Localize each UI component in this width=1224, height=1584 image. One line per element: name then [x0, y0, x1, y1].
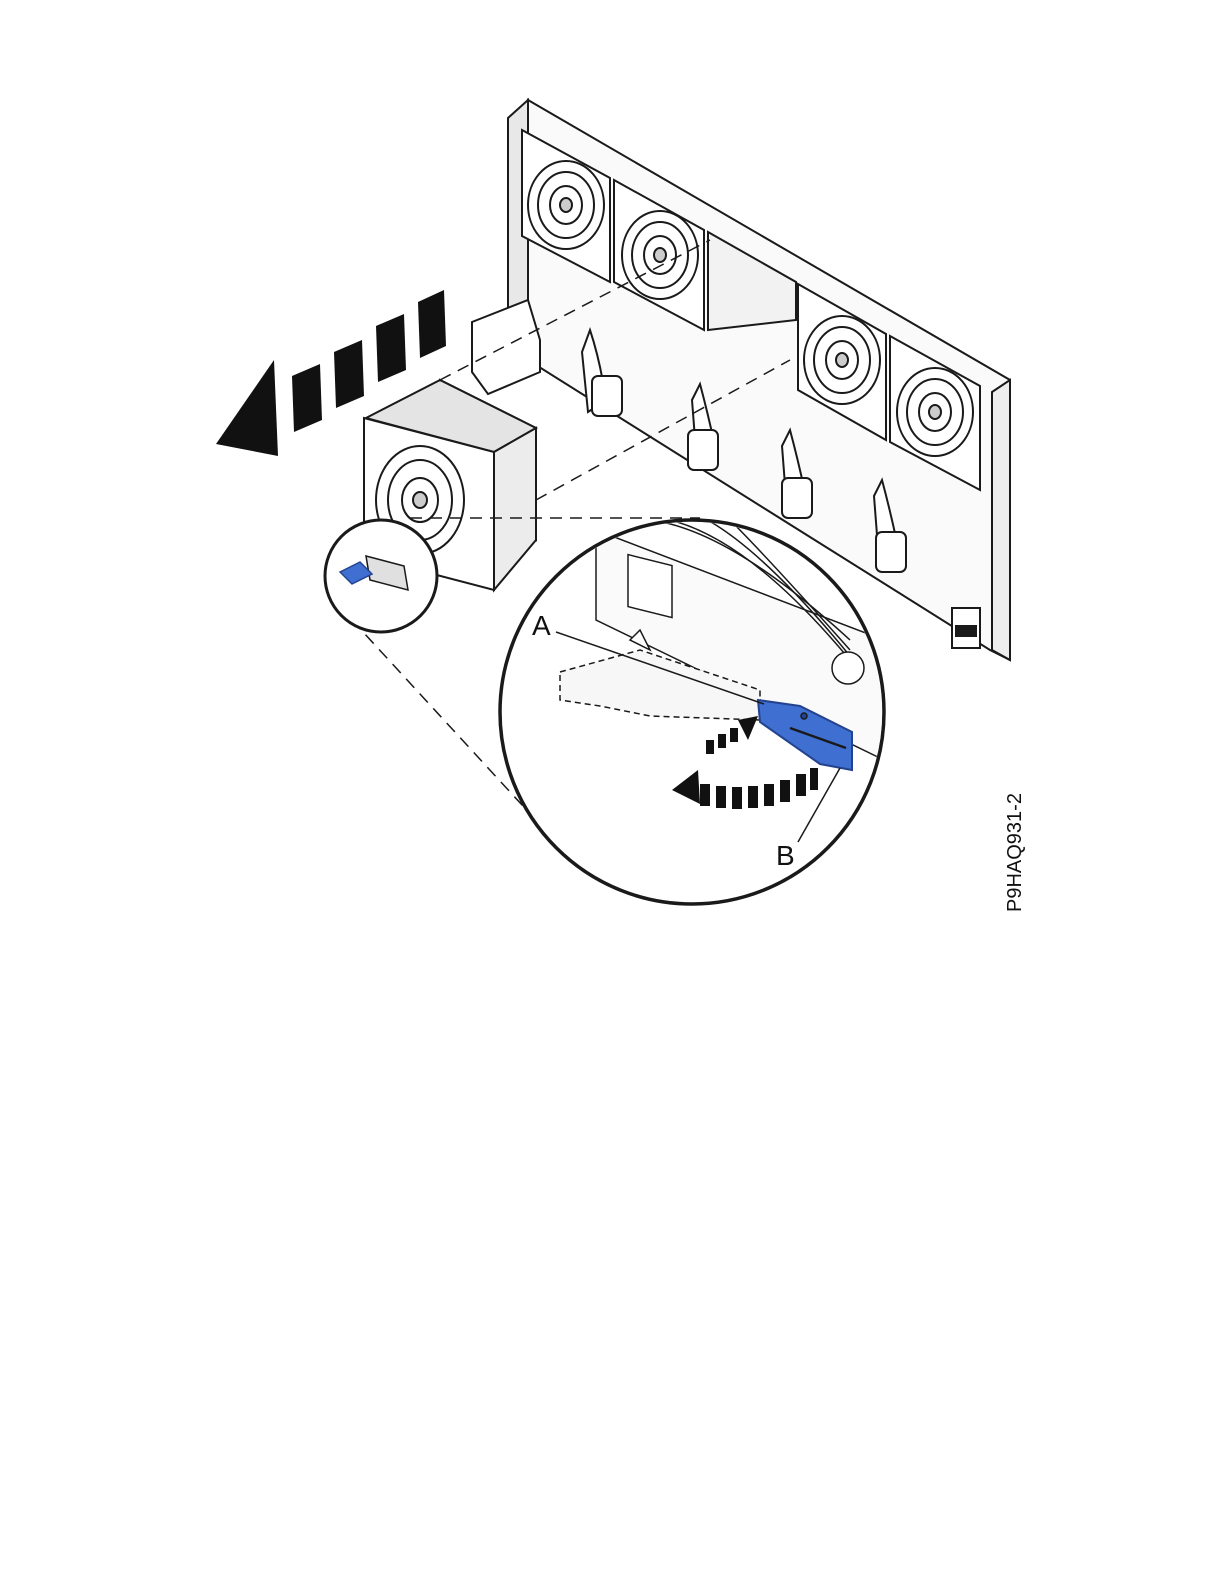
callout-label-b: B: [776, 842, 795, 870]
figure-id: P9HAQ931-2: [1004, 793, 1027, 912]
detail-circle-large: [500, 516, 884, 904]
callout-label-a: A: [532, 612, 551, 640]
fan-removal-illustration: [0, 0, 1224, 960]
detail-circle-small: [325, 520, 437, 632]
